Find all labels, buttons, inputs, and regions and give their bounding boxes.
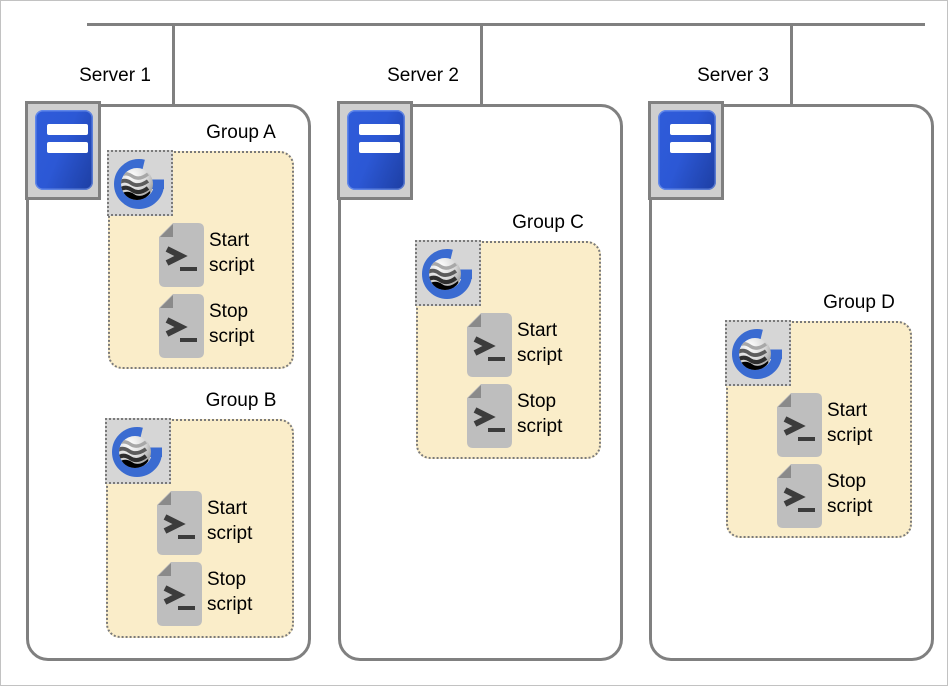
script-file-icon [159,223,204,287]
network-bus-line [87,23,925,26]
script-label: Start script [209,230,255,276]
script-file-icon-wrap [776,463,823,529]
script-file-icon [467,313,512,377]
script-file-icon [777,464,822,528]
group-logo-tile [415,240,481,306]
group-logo-icon [422,249,472,299]
server-icon [337,101,413,200]
group-logo-icon [732,329,782,379]
script-label: Start script [517,320,563,366]
server-icon-slot [359,142,400,153]
group-label: Group A [206,122,276,143]
server-connector-line [480,23,483,108]
script-file-icon [777,393,822,457]
script-file-icon [159,294,204,358]
script-label: Stop script [517,391,563,437]
server-connector-line [172,23,175,108]
script-label: Stop script [207,569,253,615]
script-file-icon [157,562,202,626]
script-file-icon [467,384,512,448]
script-label: Start script [207,498,253,544]
server-icon-slot [47,142,88,153]
server-icon-body [658,110,716,190]
group-label: Group D [823,292,895,313]
server-icon [25,101,101,200]
server-label: Server 3 [697,65,769,86]
script-file-icon-wrap [156,490,203,556]
script-file-icon [157,491,202,555]
script-label: Stop script [827,471,873,517]
script-file-icon-wrap [466,383,513,449]
script-label: Stop script [209,301,255,347]
group-logo-tile [725,320,791,386]
group-label: Group B [205,390,277,411]
group-logo-icon [114,159,164,209]
server-connector-line [790,23,793,108]
server-icon-slot [47,124,88,135]
group-logo-tile [105,418,171,484]
script-file-icon-wrap [776,392,823,458]
script-file-icon-wrap [156,561,203,627]
group-label: Group C [512,212,584,233]
server-icon-slot [359,124,400,135]
server-icon-body [35,110,93,190]
group-logo-icon [112,427,162,477]
server-icon-slot [670,142,711,153]
server-icon [648,101,724,200]
script-file-icon-wrap [158,222,205,288]
script-file-icon-wrap [466,312,513,378]
server-icon-slot [670,124,711,135]
server-label: Server 1 [79,65,151,86]
server-label: Server 2 [387,65,459,86]
group-logo-tile [107,150,173,216]
script-label: Start script [827,400,873,446]
server-icon-body [347,110,405,190]
script-file-icon-wrap [158,293,205,359]
